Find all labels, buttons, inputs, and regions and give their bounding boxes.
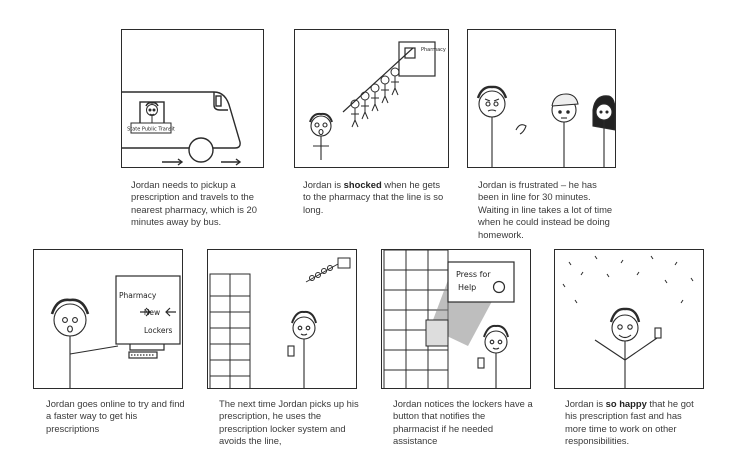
panel-1-bus: State Public Transit <box>121 29 264 168</box>
panel-6-caption: Jordan notices the lockers have a button… <box>393 398 533 448</box>
screen-text-new: New <box>144 308 160 317</box>
help-button-panel <box>447 261 515 303</box>
computer-illustration: Pharmacy New Lockers <box>50 275 181 388</box>
panel-2-line: Pharmacy <box>294 29 449 168</box>
panel-6-help-button: Press for Help <box>381 249 531 389</box>
person-with-dark-hair <box>592 95 615 167</box>
caption-text: when he gets to the pharmacy that the li… <box>303 179 444 215</box>
panel-1-caption: Jordan needs to pickup a prescription an… <box>131 179 265 229</box>
frustrated-illustration <box>476 85 615 167</box>
bus-illustration: State Public Transit <box>122 91 242 166</box>
pharmacy-line-illustration: Pharmacy <box>309 41 446 160</box>
confetti <box>562 255 694 304</box>
pharmacy-sign-text: Pharmacy <box>421 47 446 53</box>
help-circle-icon <box>492 280 506 294</box>
jordan-figure <box>145 102 159 128</box>
panel-5-caption: The next time Jordan picks up his prescr… <box>219 398 359 448</box>
caption-text: Jordan goes online to try and find a fas… <box>46 398 185 434</box>
caption-text: Jordan needs to pickup a prescription an… <box>131 179 257 228</box>
caption-text: Jordan is <box>303 179 344 190</box>
help-button-illustration: Press for Help <box>383 250 515 388</box>
locker-illustration <box>209 257 351 388</box>
jordan-figure <box>287 310 317 388</box>
person-with-cap <box>551 93 579 167</box>
bus-sign-text: State Public Transit <box>127 127 175 133</box>
caption-text: The next time Jordan picks up his prescr… <box>219 398 359 447</box>
panel-7-caption: Jordan is so happy that he got his presc… <box>565 398 705 448</box>
panel-4-caption: Jordan goes online to try and find a fas… <box>46 398 188 435</box>
panel-4-online: Pharmacy New Lockers <box>33 249 183 389</box>
help-text-line1: Press for <box>456 270 491 279</box>
jordan-figure <box>309 112 333 160</box>
screen-text-lockers: Lockers <box>144 326 173 335</box>
jordan-figure <box>50 298 119 388</box>
screen-text-pharmacy: Pharmacy <box>119 291 157 300</box>
caption-bold: so happy <box>605 398 647 409</box>
panel-7-happy <box>554 249 704 389</box>
happy-illustration <box>562 255 694 388</box>
caption-text: Jordan is <box>565 398 606 409</box>
help-text-line2: Help <box>458 283 476 292</box>
jordan-figure <box>476 85 527 167</box>
jordan-figure <box>477 324 509 388</box>
panel-5-lockers <box>207 249 357 389</box>
caption-text: Jordan notices the lockers have a button… <box>393 398 533 447</box>
panel-3-frustrated <box>467 29 616 168</box>
jordan-figure <box>594 307 662 388</box>
caption-bold: shocked <box>343 179 382 190</box>
caption-text: Jordan is frustrated – he has been in li… <box>478 179 613 240</box>
caption-text: that he got his prescription fast and ha… <box>565 398 694 447</box>
panel-2-caption: Jordan is shocked when he gets to the ph… <box>303 179 448 216</box>
panel-3-caption: Jordan is frustrated – he has been in li… <box>478 179 616 241</box>
